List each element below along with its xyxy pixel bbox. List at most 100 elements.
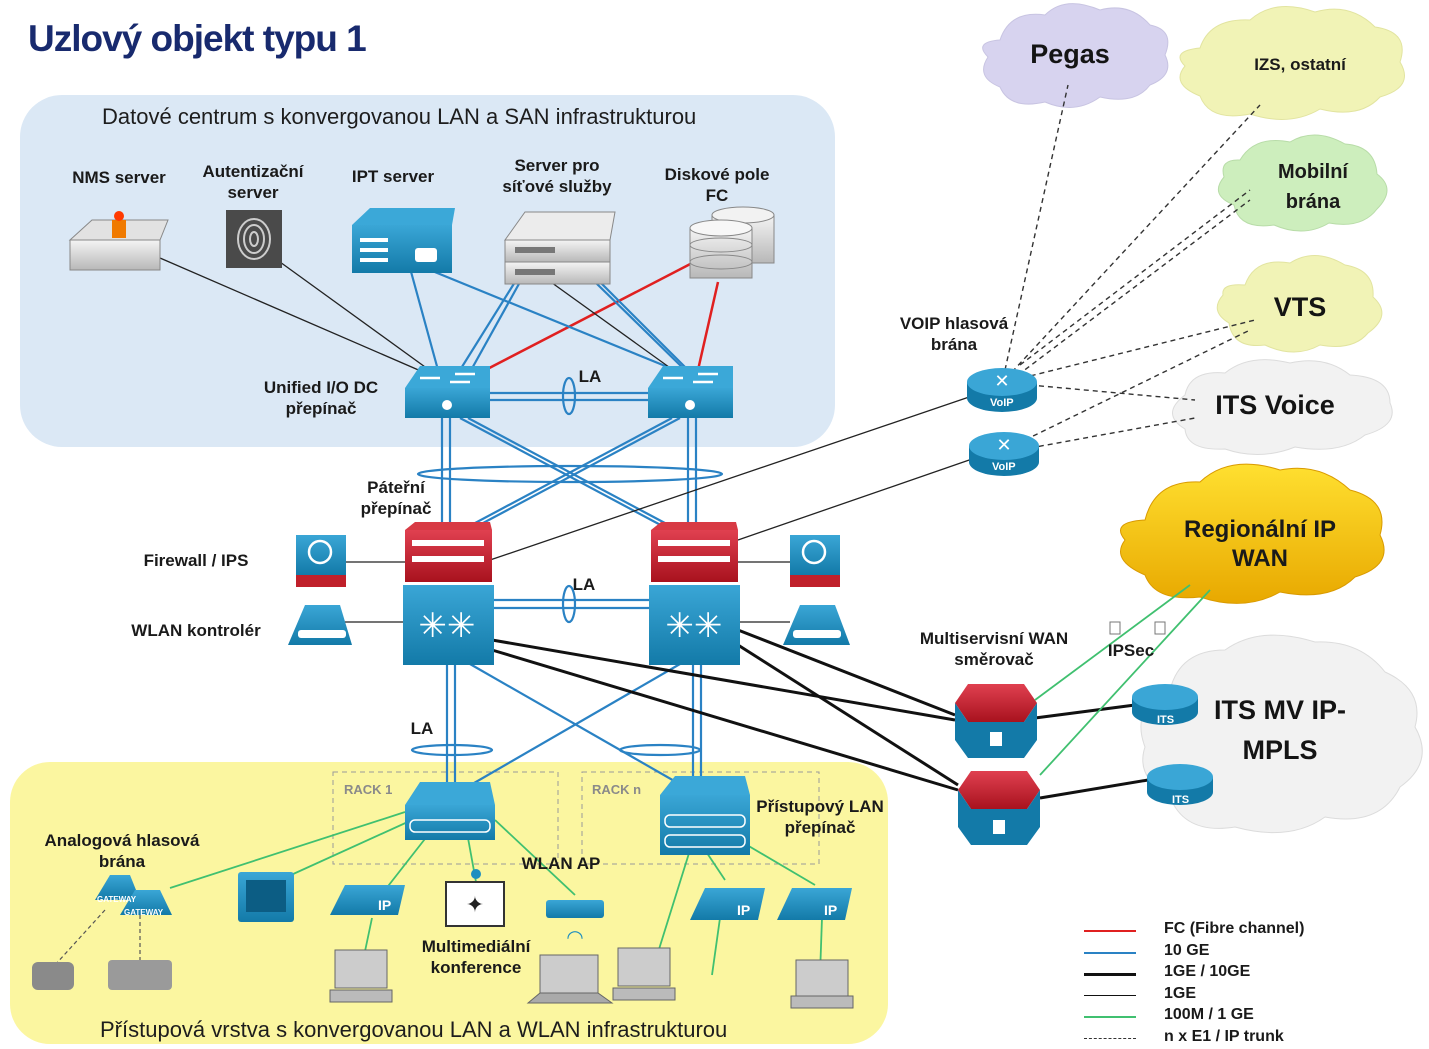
unified-switch-label: Unified I/O DC přepínač bbox=[263, 378, 379, 418]
multimedia-conference-icon: ✦ bbox=[445, 869, 505, 927]
ip-phone-2-icon bbox=[690, 888, 765, 920]
cloud-mobilni bbox=[1217, 134, 1388, 232]
ip-phone-tag-3: IP bbox=[824, 902, 838, 918]
its-router-2-icon bbox=[1147, 764, 1213, 805]
unified-io-switch-right-icon bbox=[648, 366, 733, 418]
its-tag-2: ITS bbox=[1172, 794, 1190, 806]
cloud-its-mv-label: ITS MV IP-MPLS bbox=[1213, 695, 1346, 765]
svg-text:◠: ◠ bbox=[566, 925, 583, 949]
ipt-server-label: IPT server bbox=[351, 167, 435, 186]
wan-router-1-icon bbox=[955, 684, 1037, 758]
laptop-icon bbox=[526, 954, 614, 1004]
disk-array-label: Diskové pole FC bbox=[664, 165, 770, 205]
cloud-mobilni-label: Mobilní brána bbox=[1278, 161, 1348, 213]
ip-phone-3-icon bbox=[777, 888, 852, 920]
datacenter-zone-label: Datové centrum s konvergovanou LAN a SAN… bbox=[102, 104, 697, 129]
disk-array-icon bbox=[689, 206, 775, 279]
la-label-bottom: LA bbox=[410, 719, 434, 738]
legend-label: 1GE bbox=[1164, 984, 1197, 1002]
legend-label: FC (Fibre channel) bbox=[1164, 920, 1305, 937]
fax-icon bbox=[108, 960, 172, 990]
voip-gateway-2-icon: ✕ bbox=[969, 432, 1039, 476]
legend-line-swatch bbox=[1084, 1016, 1136, 1018]
legend-line-swatch bbox=[1084, 973, 1136, 976]
ipsec-label: IPSec bbox=[1107, 641, 1155, 660]
wlan-ap-label: WLAN AP bbox=[521, 854, 601, 873]
network-services-server-icon bbox=[504, 211, 616, 285]
legend-row: n x E1 / IP trunk bbox=[1084, 1028, 1414, 1049]
svg-text:✳✳: ✳✳ bbox=[419, 606, 476, 646]
unified-io-switch-left-icon bbox=[405, 366, 490, 418]
ipt-server-icon bbox=[352, 208, 455, 273]
analog-phone-icon bbox=[32, 962, 74, 990]
analog-gateway-tag-2: GATEWAY bbox=[124, 908, 164, 917]
nms-server-label: NMS server bbox=[72, 168, 166, 187]
rack-1-label: RACK 1 bbox=[344, 782, 393, 797]
analog-gateway-label: Analogová hlasová brána bbox=[44, 831, 200, 871]
legend-label: 10 GE bbox=[1164, 941, 1210, 959]
legend-line-swatch bbox=[1084, 951, 1136, 954]
legend-row: 1GE / 10GE bbox=[1084, 963, 1414, 984]
voip-gateway-label: VOIP hlasová brána bbox=[899, 314, 1009, 354]
firewall-left-icon bbox=[296, 535, 346, 587]
wlan-ap-icon: ◠ bbox=[546, 900, 604, 949]
netsvc-server-label: Server pro síťové služby bbox=[502, 156, 612, 196]
connections bbox=[54, 84, 1261, 976]
wlan-controller-label: WLAN kontrolér bbox=[131, 621, 261, 640]
ip-phone-tag-1: IP bbox=[378, 897, 392, 913]
ip-phone-tag-2: IP bbox=[737, 902, 751, 918]
legend-row: 1GE bbox=[1084, 985, 1414, 1006]
cloud-regional-label: Regionální IP WAN bbox=[1183, 516, 1336, 572]
ip-phone-1-icon bbox=[330, 885, 405, 915]
video-phone-icon bbox=[238, 872, 294, 922]
svg-text:✕: ✕ bbox=[996, 435, 1011, 456]
firewall-label: Firewall / IPS bbox=[143, 551, 249, 570]
legend-row: FC (Fibre channel) bbox=[1084, 920, 1414, 941]
svg-text:✦: ✦ bbox=[466, 893, 484, 918]
legend-row: 10 GE bbox=[1084, 942, 1414, 963]
cloud-regional bbox=[1120, 463, 1385, 604]
access-zone-label: Přístupová vrstva s konvergovanou LAN a … bbox=[100, 1017, 728, 1042]
pc-1-icon bbox=[329, 949, 393, 1003]
voip-tag-2: VoIP bbox=[992, 461, 1016, 473]
cloud-its-voice bbox=[1172, 359, 1393, 456]
auth-server-label: Autentizační server bbox=[202, 162, 304, 202]
pc-3-icon bbox=[790, 959, 854, 1009]
wlan-controller-right-icon bbox=[783, 605, 850, 645]
backbone-switch-left-icon: ✳✳ bbox=[403, 522, 494, 665]
analog-gateway-icon bbox=[95, 875, 172, 915]
voip-gateway-1-icon: ✕ bbox=[967, 368, 1037, 412]
diagram-title: Uzlový objekt typu 1 bbox=[28, 18, 367, 59]
nms-server-icon bbox=[68, 211, 169, 271]
legend-line-swatch bbox=[1084, 994, 1136, 996]
la-label-top: LA bbox=[578, 367, 602, 386]
cloud-izs bbox=[1179, 6, 1405, 120]
wan-router-label: Multiservisní WAN směrovač bbox=[919, 629, 1069, 669]
legend-line-swatch bbox=[1084, 1037, 1136, 1039]
legend-label: n x E1 / IP trunk bbox=[1164, 1027, 1284, 1045]
svg-text:✳✳: ✳✳ bbox=[666, 606, 723, 646]
legend-row: 100M / 1 GE bbox=[1084, 1006, 1414, 1027]
legend-label: 1GE / 10GE bbox=[1164, 963, 1251, 980]
cloud-pegas-label: Pegas bbox=[1030, 39, 1110, 69]
rack-1-box bbox=[332, 771, 559, 865]
backbone-switch-right-icon: ✳✳ bbox=[649, 522, 740, 665]
cloud-vts-label: VTS bbox=[1273, 292, 1327, 322]
svg-text:✕: ✕ bbox=[994, 371, 1009, 392]
multimedia-label: Multimediální konference bbox=[421, 937, 531, 977]
ipsec-lock-icons bbox=[1109, 621, 1166, 635]
fingerprint-server-icon bbox=[226, 210, 282, 268]
pc-2-icon bbox=[612, 947, 676, 1001]
rack-n-label: RACK n bbox=[592, 782, 642, 797]
legend-label: 100M / 1 GE bbox=[1164, 1006, 1254, 1023]
cloud-pegas bbox=[982, 3, 1169, 108]
its-tag-1: ITS bbox=[1157, 714, 1175, 726]
backbone-switch-label: Páteřní přepínač bbox=[360, 478, 432, 518]
cloud-izs-label: IZS, ostatní bbox=[1254, 55, 1346, 74]
voip-tag-1: VoIP bbox=[990, 397, 1014, 409]
access-switch-rackn-icon bbox=[660, 776, 750, 855]
cloud-vts bbox=[1216, 255, 1383, 353]
analog-gateway-tag-1: GATEWAY bbox=[97, 895, 137, 904]
